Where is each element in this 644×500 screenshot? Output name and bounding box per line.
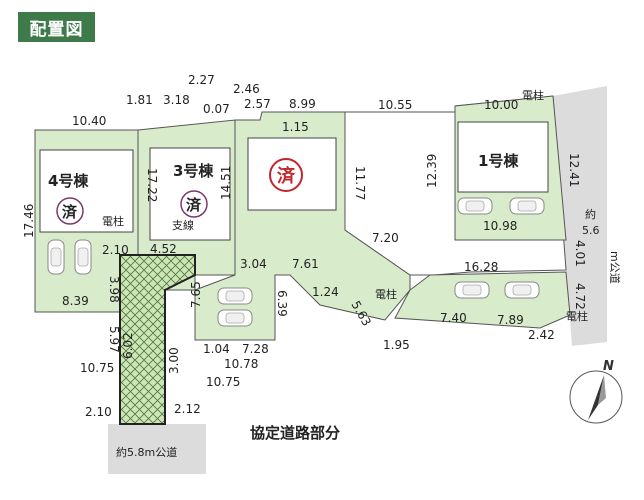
road-label: 5.6 — [582, 224, 600, 237]
dimension-label: 2.57 — [244, 97, 271, 111]
parking-space — [454, 281, 490, 299]
dimension-label: 17.22 — [145, 168, 159, 202]
parking-space — [217, 287, 253, 305]
parking-space — [504, 281, 540, 299]
dimension-label: 10.40 — [72, 114, 106, 128]
dimension-label: 10.78 — [224, 357, 258, 371]
dimension-label: 5.97 — [107, 326, 121, 353]
dimension-label: 12.41 — [567, 153, 581, 187]
dimension-label: 2.46 — [233, 82, 260, 96]
page-title: 配置図 — [18, 12, 95, 42]
pole-label: 電柱 — [102, 214, 124, 228]
dimension-label: 6.02 — [121, 332, 135, 359]
dimension-label: 1.24 — [312, 285, 339, 299]
north-arrow-icon: N — [569, 359, 623, 424]
branch-line-label: 支線 — [172, 218, 194, 232]
dimension-label: 3.00 — [167, 347, 181, 374]
dimension-label: 2.10 — [102, 243, 129, 257]
road-label: 約5.8m公道 — [116, 445, 177, 459]
dimension-label: 2.42 — [528, 328, 555, 342]
dimension-label: 16.28 — [464, 260, 498, 274]
sold-mark-circle — [269, 158, 303, 192]
dimension-label: 8.99 — [289, 97, 316, 111]
parking-space — [74, 239, 92, 275]
parking-space — [217, 309, 253, 327]
building-4-label: 4号棟 — [48, 172, 89, 190]
dimension-label: 2.12 — [174, 402, 201, 416]
dimension-label: 3.98 — [107, 276, 121, 303]
sold-mark-circle — [56, 197, 84, 225]
dimension-label: 11.77 — [353, 166, 367, 200]
dimension-label: 1.95 — [383, 338, 410, 352]
private-road-area — [119, 254, 196, 425]
dimension-label: 10.75 — [80, 361, 114, 375]
sold-mark: 済 — [186, 196, 202, 214]
dimension-label: 3.18 — [163, 93, 190, 107]
building-3 — [149, 147, 231, 241]
lot-5 — [394, 271, 571, 329]
dimension-label: 7.61 — [292, 257, 319, 271]
pole-label: 電柱 — [375, 287, 397, 301]
parking-space — [509, 197, 545, 215]
dimension-label: 3.04 — [240, 257, 267, 271]
dimension-label: 7.65 — [189, 281, 203, 308]
sold-mark: 済 — [62, 203, 78, 221]
dimension-label: 8.39 — [62, 294, 89, 308]
road-label: m公道 — [608, 251, 622, 284]
dimension-label: 1.04 — [203, 342, 230, 356]
north-label: N — [603, 359, 614, 374]
pole-label: 電柱 — [566, 309, 588, 323]
dimension-label: 10.00 — [484, 98, 518, 112]
dimension-label: 6.39 — [275, 290, 289, 317]
dimension-label: 12.39 — [425, 154, 439, 188]
building-1-label: 1号棟 — [478, 152, 519, 170]
public-road-bottom — [108, 424, 206, 474]
dimension-label: 14.51 — [219, 166, 233, 200]
dimension-label: 10.55 — [378, 98, 412, 112]
sold-mark-circle — [180, 190, 208, 218]
sold-mark: 済 — [277, 165, 296, 187]
dimension-label: 7.89 — [497, 313, 524, 327]
dimension-label: 1.15 — [282, 120, 309, 134]
dimension-label: 7.40 — [440, 311, 467, 325]
private-road-label: 協定道路部分 — [250, 424, 340, 442]
dimension-label: 10.75 — [206, 375, 240, 389]
parking-space — [457, 197, 493, 215]
road-label: 約 — [585, 207, 596, 221]
dimension-label: 1.81 — [126, 93, 153, 107]
building-2 — [247, 137, 337, 211]
dimension-label: 4.01 — [573, 240, 587, 267]
dimension-label: 2.27 — [188, 73, 215, 87]
dimension-label: 7.28 — [242, 342, 269, 356]
dimension-label: 17.46 — [22, 204, 36, 238]
building-1 — [457, 121, 549, 193]
dimension-label: 10.98 — [483, 219, 517, 233]
building-4 — [39, 149, 134, 233]
dimension-label: 0.07 — [203, 102, 230, 116]
public-road-right — [553, 86, 607, 346]
dimension-label: 4.52 — [150, 242, 177, 256]
dimension-label: 7.20 — [372, 231, 399, 245]
parking-space — [47, 239, 65, 275]
pole-label: 電柱 — [522, 88, 544, 102]
building-3-label: 3号棟 — [173, 162, 214, 180]
dimension-label: 2.10 — [85, 405, 112, 419]
dimension-label: 4.72 — [573, 283, 587, 310]
